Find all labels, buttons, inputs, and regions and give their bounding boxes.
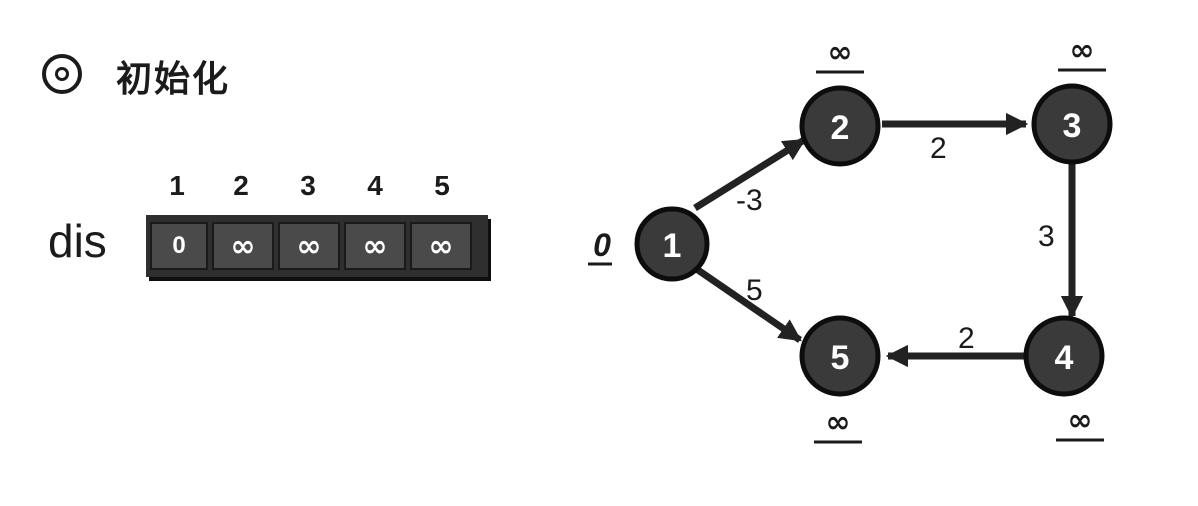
dis-cell-1: 0 — [150, 222, 208, 270]
edge-1-5 — [693, 265, 802, 343]
graph-node-3-dist: ∞ — [1070, 33, 1095, 68]
step-title: 初始化 — [116, 59, 231, 100]
graph-node-5-dist: ∞ — [826, 405, 851, 440]
dis-index-5: 5 — [434, 170, 450, 201]
dis-cell-3: ∞ — [278, 222, 340, 270]
graph-node-1: 1 — [634, 206, 710, 282]
graph-node-3: 3 — [1031, 83, 1113, 165]
graph-node-2: 2 — [799, 85, 881, 167]
step-marker-icon — [42, 54, 82, 94]
graph-node-5-label: 5 — [831, 339, 850, 377]
dis-index-2: 2 — [233, 170, 249, 201]
graph-node-4-label: 4 — [1055, 339, 1074, 377]
dis-index-3: 3 — [300, 170, 316, 201]
graph-node-4: 4 — [1023, 315, 1105, 397]
edge-weight-1-2: -3 — [736, 184, 763, 217]
graph-node-2-label: 2 — [831, 109, 850, 147]
dis-cell-2: ∞ — [212, 222, 274, 270]
edge-1-2 — [693, 137, 806, 211]
dis-index-4: 4 — [367, 170, 383, 201]
dis-cell-4: ∞ — [344, 222, 406, 270]
graph-node-4-dist: ∞ — [1068, 403, 1093, 438]
dis-array-label: dis — [48, 215, 107, 267]
edge-weight-3-4: 3 — [1038, 220, 1055, 253]
graph-node-2-dist: ∞ — [828, 35, 853, 70]
dis-cell-5: ∞ — [410, 222, 472, 270]
graph-node-3-label: 3 — [1063, 107, 1082, 145]
dis-array: 0 ∞ ∞ ∞ ∞ — [146, 215, 488, 277]
dis-index-1: 1 — [169, 170, 185, 201]
edge-weight-2-3: 2 — [930, 132, 947, 165]
graph-node-5: 5 — [799, 315, 881, 397]
edge-weight-1-5: 5 — [746, 274, 763, 307]
graph-node-1-dist: 0 — [593, 227, 611, 263]
edge-weight-4-5: 2 — [958, 322, 975, 355]
graph-node-1-label: 1 — [663, 227, 682, 265]
